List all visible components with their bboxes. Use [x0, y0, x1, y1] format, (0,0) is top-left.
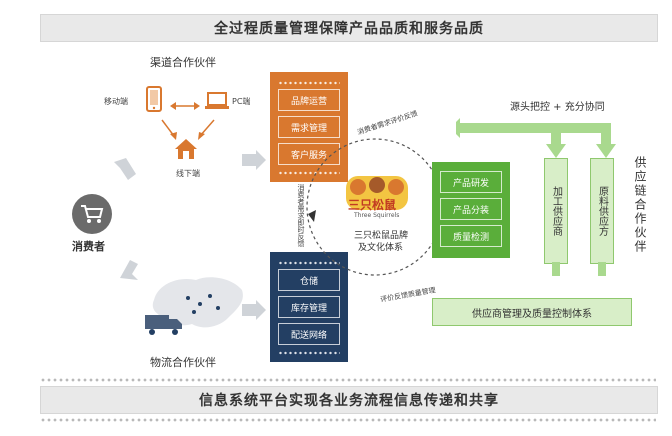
panel-dots: [278, 80, 340, 86]
panel-item-packaging: 产品分装: [440, 198, 502, 220]
top-banner: 全过程质量管理保障产品品质和服务品质: [40, 14, 658, 42]
bottom-banner: 信息系统平台实现各业务流程信息传递和共享: [40, 386, 658, 414]
consumer-label: 消费者: [72, 240, 105, 253]
gray-arrow-to-orange: [240, 150, 266, 174]
pc-label: PC端: [232, 97, 251, 106]
navy-panel: 仓储 库存管理 配送网络: [270, 252, 348, 362]
supply-chain-vertical-title: 供应链合作伙伴: [633, 156, 647, 254]
map-icon: [148, 270, 248, 334]
phone-icon: [146, 86, 162, 112]
panel-dots: [278, 350, 340, 356]
raw-supplier-box: 原料供应方: [590, 158, 614, 264]
supplier-management-bar: 供应商管理及质量控制体系: [432, 298, 632, 326]
dots-divider: [40, 416, 656, 424]
gray-arrow-lower: [116, 258, 142, 288]
processing-supplier-box: 加工供应商: [544, 158, 568, 264]
green-arrow-down: [536, 262, 626, 292]
panel-item-customer-service: 客户服务: [278, 143, 340, 165]
offline-label: 线下端: [176, 169, 200, 178]
panel-item-quality-check: 质量检测: [440, 225, 502, 247]
laptop-icon: [204, 92, 230, 110]
double-arrow-icon: [170, 96, 200, 115]
supply-chain-top-label: 源头把控 + 充分协同: [510, 102, 605, 113]
panel-item-rnd: 产品研发: [440, 171, 502, 193]
panel-item-brand-operation: 品牌运营: [278, 89, 340, 111]
squirrel-logo: [346, 176, 408, 210]
panel-item-demand-management: 需求管理: [278, 116, 340, 138]
panel-item-delivery-network: 配送网络: [278, 323, 340, 345]
raw-supplier-label: 原料供应方: [596, 186, 608, 236]
center-caption-2: 及文化体系: [358, 243, 404, 253]
supplier-management-label: 供应商管理及质量控制体系: [472, 308, 592, 320]
center-caption-1: 三只松鼠品牌: [354, 231, 409, 241]
shopping-cart-icon: [72, 194, 112, 234]
dots-divider: [40, 376, 656, 384]
mobile-label: 移动端: [104, 97, 128, 106]
logistics-partner-title: 物流合作伙伴: [150, 356, 216, 369]
green-panel: 产品研发 产品分装 质量检测: [432, 162, 510, 258]
panel-item-warehouse: 仓储: [278, 269, 340, 291]
arc-text-bottom: 评价反馈质量管理: [379, 286, 437, 304]
gray-arrow-to-navy: [240, 300, 266, 324]
truck-icon: [144, 312, 184, 336]
arc-text-left: 消费者需求即时反馈: [297, 184, 305, 247]
processing-supplier-label: 加工供应商: [550, 186, 562, 236]
top-banner-text: 全过程质量管理保障产品品质和服务品质: [214, 21, 484, 37]
channel-partner-title: 渠道合作伙伴: [150, 56, 216, 69]
orange-panel: 品牌运营 需求管理 客户服务: [270, 72, 348, 182]
house-icon: [174, 138, 198, 160]
panel-dots: [278, 260, 340, 266]
diagonal-arrows: [158, 118, 218, 146]
logo-text: 三只松鼠: [348, 198, 397, 212]
bottom-banner-text: 信息系统平台实现各业务流程信息传递和共享: [199, 393, 499, 409]
gray-arrow-upper: [112, 156, 138, 186]
logo-subtext: Three Squirrels: [354, 212, 400, 219]
panel-item-inventory: 库存管理: [278, 296, 340, 318]
panel-dots: [278, 170, 340, 176]
